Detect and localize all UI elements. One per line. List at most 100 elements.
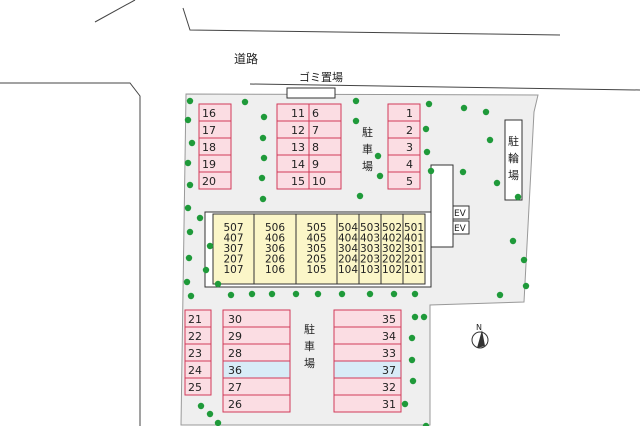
tree xyxy=(520,256,528,264)
parking-space-number: 34 xyxy=(382,330,396,343)
unit-number: 505 xyxy=(306,222,326,234)
tree xyxy=(352,97,360,105)
parking-space-number: 33 xyxy=(382,347,396,360)
tree xyxy=(401,400,409,408)
unit-number: 104 xyxy=(338,264,358,276)
tree xyxy=(493,179,501,187)
parking-space xyxy=(333,394,402,413)
tree xyxy=(184,116,192,124)
trees xyxy=(183,97,530,426)
tree xyxy=(352,117,360,125)
unit-number: 305 xyxy=(306,243,326,255)
parking-label-lower: 駐 車 場 xyxy=(304,322,315,370)
tree xyxy=(356,192,364,200)
tree xyxy=(248,290,256,298)
parking-space-number: 26 xyxy=(228,398,242,411)
bicycle-parking xyxy=(504,119,523,201)
building-units: 5074073072071075064063062061065054053052… xyxy=(212,213,426,285)
svg-text:場: 場 xyxy=(362,160,373,173)
parking-space xyxy=(387,154,421,173)
unit-number: 503 xyxy=(360,222,380,234)
road-label: 道路 xyxy=(234,51,258,66)
parking-space-number: 7 xyxy=(312,124,319,137)
building-unit-column xyxy=(295,213,338,285)
unit-number: 406 xyxy=(265,233,285,245)
tree xyxy=(260,113,268,121)
svg-text:場: 場 xyxy=(508,169,519,182)
tree xyxy=(460,104,468,112)
unit-number: 207 xyxy=(223,254,243,266)
tree xyxy=(292,290,300,298)
svg-text:輪: 輪 xyxy=(508,151,519,165)
unit-number: 307 xyxy=(223,243,243,255)
parking-space xyxy=(222,394,291,413)
parking-space-number: 35 xyxy=(382,313,396,326)
elevator-label-1: EV xyxy=(454,209,467,219)
parking-space-number: 36 xyxy=(228,364,242,377)
parking-space xyxy=(308,171,342,190)
tree xyxy=(409,377,417,385)
parking-space-number: 3 xyxy=(406,141,413,154)
unit-number: 403 xyxy=(360,233,380,245)
parking-space xyxy=(387,137,421,156)
tree xyxy=(411,313,419,321)
unit-number: 405 xyxy=(306,233,326,245)
unit-number: 102 xyxy=(382,264,402,276)
unit-number: 301 xyxy=(404,243,424,255)
tree xyxy=(206,410,214,418)
tree xyxy=(314,290,322,298)
unit-number: 507 xyxy=(223,222,243,234)
unit-number: 404 xyxy=(338,233,358,245)
garbage-area xyxy=(286,87,336,99)
tree xyxy=(408,356,416,364)
tree xyxy=(186,228,194,236)
svg-text:駐: 駐 xyxy=(362,125,373,139)
unit-number: 304 xyxy=(338,243,358,255)
parking-space-number: 14 xyxy=(291,158,305,171)
tree xyxy=(425,100,433,108)
parking-space-number: 15 xyxy=(291,175,305,188)
unit-number: 504 xyxy=(338,222,358,234)
parking-space-number: 8 xyxy=(312,141,319,154)
parking-space-number: 37 xyxy=(382,364,396,377)
parking-space-number: 29 xyxy=(228,330,242,343)
parking-space-number: 1 xyxy=(406,107,413,120)
tree xyxy=(509,237,517,245)
tree xyxy=(184,159,192,167)
tree xyxy=(486,136,494,144)
tree xyxy=(196,214,204,222)
unit-number: 506 xyxy=(265,222,285,234)
parking-space-number: 6 xyxy=(312,107,319,120)
tree xyxy=(268,290,276,298)
parking-space-number: 17 xyxy=(202,124,216,137)
tree xyxy=(202,266,210,274)
tree xyxy=(376,172,384,180)
tree xyxy=(184,204,192,212)
elevator-1 xyxy=(452,205,470,220)
bicycle-parking-label: 駐 輪 場 xyxy=(508,134,519,182)
elevator-2 xyxy=(452,220,470,235)
parking-space-number: 23 xyxy=(188,347,202,360)
tree xyxy=(227,291,235,299)
svg-text:駐: 駐 xyxy=(508,134,519,148)
tree xyxy=(411,290,419,298)
tree xyxy=(183,278,191,286)
tree xyxy=(186,181,194,189)
tree xyxy=(258,174,266,182)
unit-number: 107 xyxy=(223,264,243,276)
tree xyxy=(514,193,522,201)
unit-number: 205 xyxy=(306,254,326,266)
tree xyxy=(338,290,346,298)
tree xyxy=(214,419,222,426)
tree xyxy=(496,291,504,299)
parking-space xyxy=(387,103,421,122)
parking-label-upper: 駐 車 場 xyxy=(362,125,373,173)
unit-number: 501 xyxy=(404,222,424,234)
parking-space xyxy=(198,171,232,190)
parking-space-number: 2 xyxy=(406,124,413,137)
